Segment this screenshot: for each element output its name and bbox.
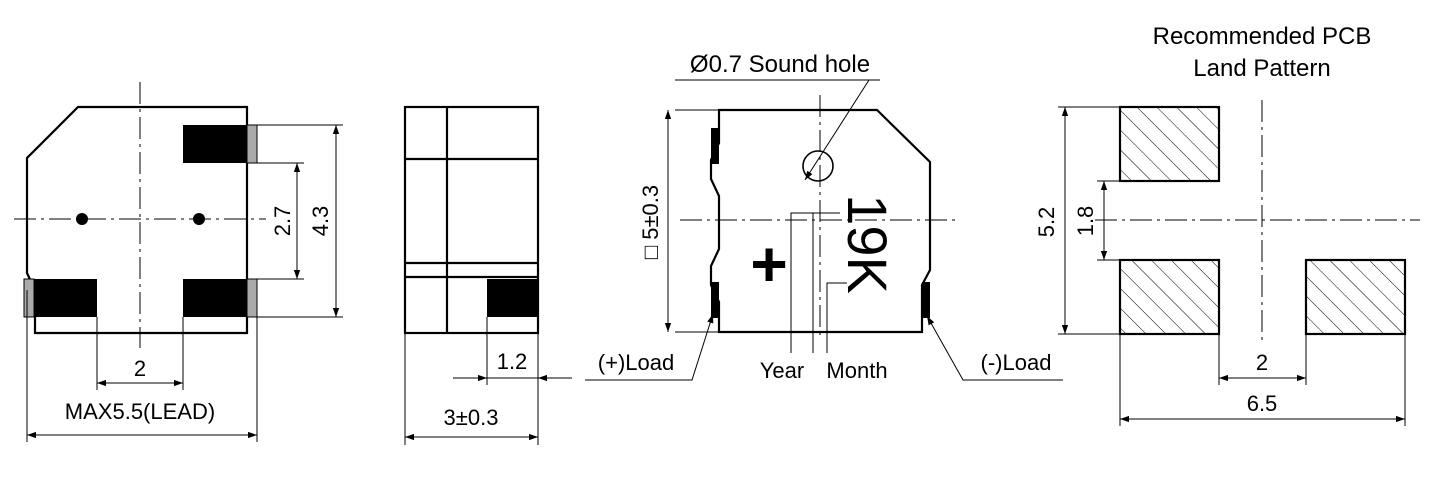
front-lead (246, 278, 258, 318)
dim-label-max-5-5: MAX5.5(LEAD) (65, 399, 215, 424)
dim-label-4-3: 4.3 (308, 206, 333, 237)
dim-label-6-5: 6.5 (1247, 391, 1278, 416)
sound-hole-leader (804, 79, 870, 181)
front-pad (33, 279, 97, 317)
polarity-plus: + (750, 228, 787, 300)
top-tab (711, 128, 719, 164)
front-lead (246, 124, 258, 164)
pcb-pad (1304, 258, 1407, 336)
date-code-marking: 19K (836, 194, 899, 294)
dim-label-3: 3±0.3 (444, 405, 499, 430)
sound-hole-label: Ø0.7 Sound hole (690, 51, 870, 78)
year-label: Year (760, 358, 804, 383)
pcb-pad (1118, 105, 1221, 183)
dim-label-2: 2 (134, 356, 146, 381)
side-body-outline (403, 105, 540, 335)
sound-hole (802, 150, 834, 182)
front-pad (183, 279, 247, 317)
front-lead (23, 278, 35, 318)
month-label: Month (826, 358, 887, 383)
dim-label-1-8: 1.8 (1073, 206, 1098, 237)
top-tab (922, 282, 930, 318)
dim-label-5-2: 5.2 (1034, 207, 1059, 238)
side-view: 1.2 3±0.3 (403, 105, 572, 445)
front-pad (183, 125, 247, 163)
neg-load-label: (-)Load (981, 350, 1052, 375)
pcb-title-line2: Land Pattern (1193, 55, 1330, 82)
pos-load-leader (585, 313, 714, 381)
dim-label-2-pcb: 2 (1256, 350, 1268, 375)
top-view: Ø0.7 Sound hole 19K + Year Month □ 5±0.3… (585, 51, 1063, 383)
front-view: 2.7 4.3 2 MAX5.5(LEAD) (14, 82, 343, 442)
top-tab (711, 282, 719, 318)
dim-label-2-7: 2.7 (270, 206, 295, 237)
front-dot (76, 213, 88, 225)
dim-label-1-2: 1.2 (497, 349, 528, 374)
pcb-land-pattern: Recommended PCB Land Pattern 5.2 1.8 2 6… (1034, 23, 1420, 426)
front-dot (193, 213, 205, 225)
neg-load-leader (926, 315, 1063, 381)
side-pad (487, 279, 538, 317)
pcb-pad (1118, 258, 1221, 336)
pcb-title-line1: Recommended PCB (1153, 23, 1372, 50)
dim-label-body-size: □ 5±0.3 (638, 185, 663, 259)
pos-load-label: (+)Load (598, 350, 674, 375)
